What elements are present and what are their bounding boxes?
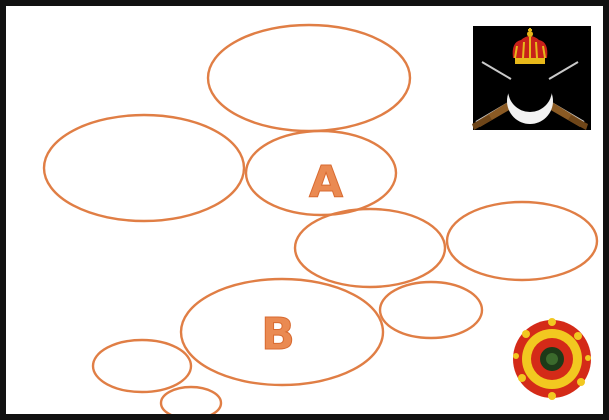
bubble-middle [295,209,445,287]
bubble-bottom-left [93,340,191,392]
bubble-right [447,202,597,280]
bubble-small-right [380,282,482,338]
label-a: A [309,157,343,208]
bubble-left [44,115,244,221]
bubble-diagram: A B [6,6,609,420]
flower-wreath-icon [513,318,591,400]
bubble-top [208,25,410,131]
military-emblem-icon [472,26,591,130]
label-b: B [261,309,295,360]
crescent-icon [507,68,553,124]
bubble-bottom-tiny [161,387,221,419]
